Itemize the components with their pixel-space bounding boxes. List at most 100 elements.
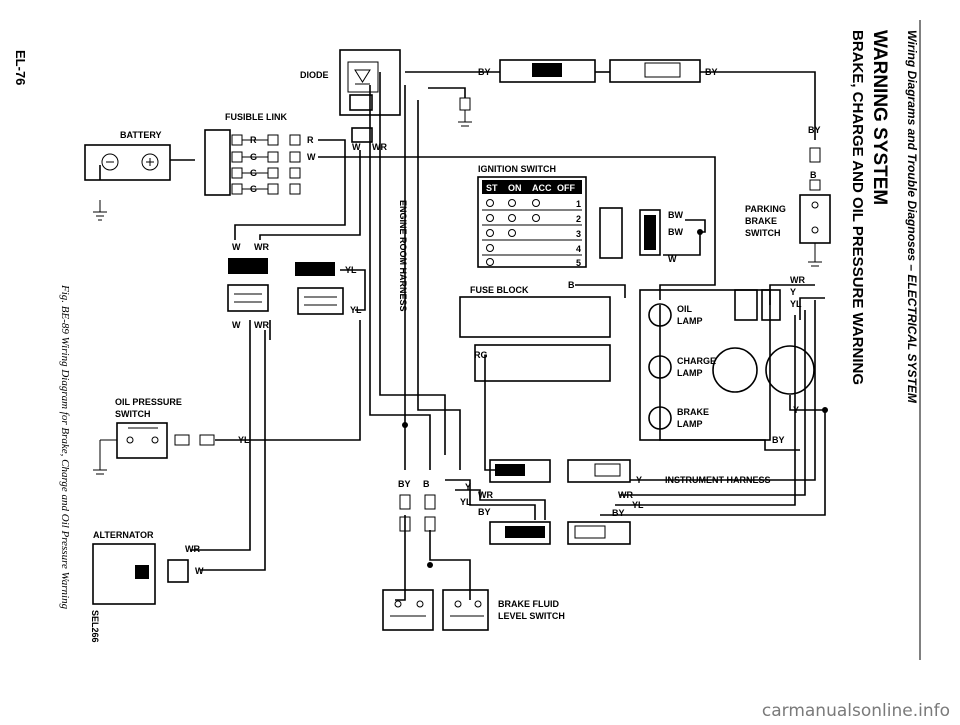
page-header: Wiring Diagrams and Trouble Diagnoses – … bbox=[849, 20, 921, 660]
parking-brake-label-1: PARKING bbox=[745, 204, 786, 214]
header-subtitle: BRAKE, CHARGE AND OIL PRESSURE WARNING bbox=[849, 30, 866, 385]
wire-yl-label-ih: YL bbox=[632, 500, 644, 510]
parking-brake-switch: BY B PARKING BRAKE SWITCH bbox=[745, 125, 831, 267]
figure-code: SEL266 bbox=[90, 610, 100, 643]
wire-y-label-lamp: Y bbox=[790, 287, 796, 297]
wire-w-label-alt: W bbox=[195, 566, 204, 576]
wire-g-label-2: G bbox=[250, 168, 257, 178]
connector-top-left: BY bbox=[478, 59, 596, 83]
wire-w-label-ign: W bbox=[668, 254, 677, 264]
connector-yl: YL YL bbox=[295, 262, 362, 315]
wire-y-label-ih: Y bbox=[636, 475, 642, 485]
diode: DIODE bbox=[300, 49, 401, 116]
wire-bw-label-a: BW bbox=[668, 210, 683, 220]
wire-yl-label-b: YL bbox=[350, 305, 362, 315]
figure-caption: Fig. BE-89 Wiring Diagram for Brake, Cha… bbox=[59, 284, 71, 610]
wire-w-label-a: W bbox=[232, 242, 241, 252]
oil-lamp-label-2: LAMP bbox=[677, 316, 703, 326]
wire-g-label-1: G bbox=[250, 152, 257, 162]
ign-pos-st: ST bbox=[486, 183, 498, 193]
battery-label: BATTERY bbox=[120, 130, 162, 140]
brake-fluid-label-1: BRAKE FLUID bbox=[498, 599, 559, 609]
watermark: carmanualsonline.info bbox=[761, 701, 950, 721]
oil-pressure-label-1: OIL PRESSURE bbox=[115, 397, 182, 407]
lamp-panel: OIL LAMP CHARGE LAMP BRAKE LAMP WR Y YL … bbox=[639, 275, 815, 445]
instrument-harness-label: INSTRUMENT HARNESS bbox=[665, 475, 771, 485]
wire-by-label-fluid: BY bbox=[398, 479, 411, 489]
ign-pos-off: OFF bbox=[557, 183, 575, 193]
wire-wr-label-lower: WR bbox=[478, 490, 493, 500]
oil-lamp-label-1: OIL bbox=[677, 304, 693, 314]
wire-wr-label-a: WR bbox=[254, 242, 269, 252]
wire-bw-label-b: BW bbox=[668, 227, 683, 237]
oil-pressure-switch: OIL PRESSURE SWITCH YL bbox=[93, 397, 250, 475]
header-section: Wiring Diagrams and Trouble Diagnoses – … bbox=[905, 30, 919, 404]
wire-w-label-top: W bbox=[352, 142, 361, 152]
diode-label: DIODE bbox=[300, 70, 329, 80]
charge-lamp bbox=[648, 355, 672, 379]
wire-by-label-lower: BY bbox=[478, 507, 491, 517]
wire-yl-label-a: YL bbox=[345, 265, 357, 275]
fuse-block-label: FUSE BLOCK bbox=[470, 285, 529, 295]
wire-y-label-lamp2: Y bbox=[793, 405, 799, 415]
wire-g-label-3: G bbox=[250, 184, 257, 194]
wire-by-label-top-left: BY bbox=[478, 67, 491, 77]
wire-w-out-label: W bbox=[307, 152, 316, 162]
fusible-link: FUSIBLE LINK R G G G R W bbox=[204, 112, 316, 196]
wire-b-label-fluid: B bbox=[423, 479, 430, 489]
ground-symbol bbox=[458, 97, 472, 127]
wire-rg-label: RG bbox=[474, 350, 488, 360]
oil-pressure-label-2: SWITCH bbox=[115, 409, 151, 419]
wire-yl-label-lamp: YL bbox=[790, 299, 802, 309]
wire-by-label-park: BY bbox=[808, 125, 821, 135]
battery: BATTERY bbox=[84, 130, 171, 221]
wire-wr-label-b: WR bbox=[254, 320, 269, 330]
wire-wr-label-alt: WR bbox=[185, 544, 200, 554]
brake-fluid-feed: BY B bbox=[398, 479, 436, 532]
parking-brake-label-3: SWITCH bbox=[745, 228, 781, 238]
connector-w-wr-top: W WR bbox=[351, 127, 387, 152]
wire-r-out-label: R bbox=[307, 135, 314, 145]
alternator: ALTERNATOR WR W bbox=[92, 530, 204, 605]
header-title: WARNING SYSTEM bbox=[869, 30, 890, 205]
connector-top-right: BY bbox=[609, 59, 718, 83]
wire-r-label: R bbox=[250, 135, 257, 145]
ign-term-2: 2 bbox=[576, 214, 581, 224]
brake-fluid-level-switch: BRAKE FLUID LEVEL SWITCH bbox=[382, 589, 565, 631]
ign-term-3: 3 bbox=[576, 229, 581, 239]
brake-lamp-label-2: LAMP bbox=[677, 419, 703, 429]
wire-by-label-lamp: BY bbox=[772, 435, 785, 445]
wiring bbox=[99, 71, 828, 601]
fuse-block: FUSE BLOCK B RG bbox=[459, 280, 611, 382]
ignition-switch-label: IGNITION SWITCH bbox=[478, 164, 556, 174]
engine-room-harness-label: ENGINE ROOM HARNESS bbox=[398, 200, 408, 312]
charge-lamp-label-2: LAMP bbox=[677, 368, 703, 378]
wire-b-label-park: B bbox=[810, 170, 817, 180]
wire-by-label-ih: BY bbox=[612, 508, 625, 518]
ign-pos-acc: ACC bbox=[532, 183, 552, 193]
ign-pos-on: ON bbox=[508, 183, 522, 193]
page-number: EL-76 bbox=[13, 50, 28, 85]
wire-w-label-b: W bbox=[232, 320, 241, 330]
charge-lamp-label-1: CHARGE bbox=[677, 356, 716, 366]
brake-lamp bbox=[648, 406, 672, 430]
ign-term-5: 5 bbox=[576, 258, 581, 268]
parking-brake-label-2: BRAKE bbox=[745, 216, 777, 226]
brake-lamp-label-1: BRAKE bbox=[677, 407, 709, 417]
wire-yl-label-lower: YL bbox=[460, 497, 472, 507]
wire-by-label-top-right: BY bbox=[705, 67, 718, 77]
wire-wr-label-top: WR bbox=[372, 142, 387, 152]
wire-y-label-lower: Y bbox=[465, 482, 471, 492]
instrument-harness: Y INSTRUMENT HARNESS WR YL BY Y WR YL BY bbox=[460, 459, 771, 545]
alternator-label: ALTERNATOR bbox=[93, 530, 154, 540]
ign-term-1: 1 bbox=[576, 199, 581, 209]
wire-yl-label-ops: YL bbox=[238, 435, 250, 445]
connector-w-wr: W WR W WR bbox=[227, 242, 269, 330]
fusible-link-label: FUSIBLE LINK bbox=[225, 112, 287, 122]
wire-wr-label-lamp: WR bbox=[790, 275, 805, 285]
wire-wr-label-ih: WR bbox=[618, 490, 633, 500]
wire-b-label-fuse: B bbox=[568, 280, 575, 290]
ignition-switch: IGNITION SWITCH ST ON ACC OFF 1 2 3 4 5 … bbox=[477, 164, 683, 268]
ign-term-4: 4 bbox=[576, 244, 581, 254]
